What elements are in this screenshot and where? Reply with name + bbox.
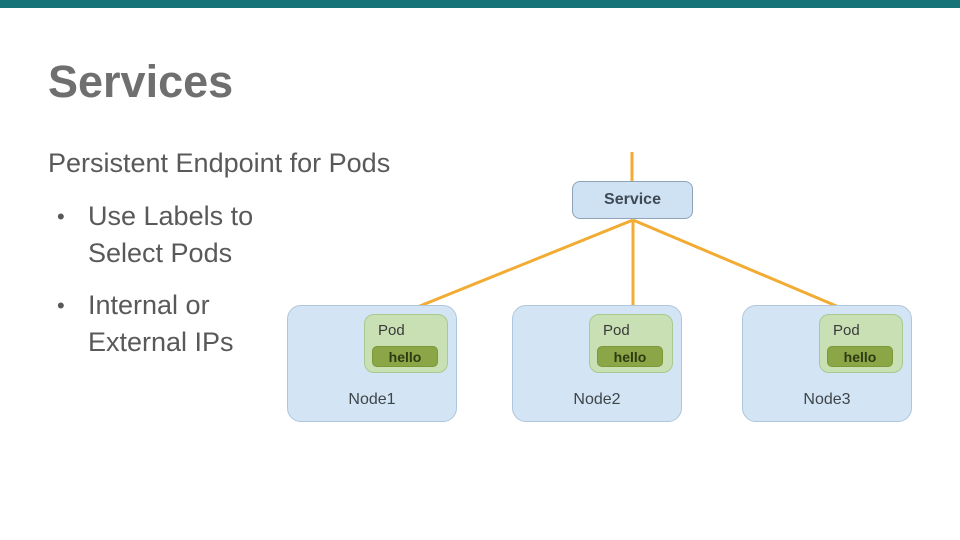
pod-box: Pod hello bbox=[364, 314, 448, 373]
node-box-3: Pod hello Node3 bbox=[742, 305, 912, 422]
service-box: Service bbox=[572, 181, 693, 219]
bullet-item: • Use Labels to Select Pods bbox=[57, 198, 253, 272]
bullet-line: Use Labels to bbox=[88, 201, 254, 231]
node-label: Node3 bbox=[803, 391, 851, 408]
slide-title: Services bbox=[48, 56, 234, 107]
container-badge: hello bbox=[372, 346, 438, 367]
connector-service-to-pod1 bbox=[404, 218, 634, 314]
bullet-line: Select Pods bbox=[88, 238, 233, 268]
node-box-2: Pod hello Node2 bbox=[512, 305, 682, 422]
bullet-dot: • bbox=[57, 204, 65, 229]
pod-box: Pod hello bbox=[819, 314, 903, 373]
node-label: Node1 bbox=[348, 391, 396, 408]
node-box-1: Pod hello Node1 bbox=[287, 305, 457, 422]
pod-label: Pod bbox=[833, 322, 860, 339]
slide-subtitle: Persistent Endpoint for Pods bbox=[48, 148, 391, 178]
pod-box: Pod hello bbox=[589, 314, 673, 373]
pod-label: Pod bbox=[603, 322, 630, 339]
container-badge: hello bbox=[597, 346, 663, 367]
pod-label: Pod bbox=[378, 322, 405, 339]
node-label: Node2 bbox=[573, 391, 621, 408]
service-label: Service bbox=[604, 191, 661, 208]
container-badge: hello bbox=[827, 346, 893, 367]
bullet-line: Internal or bbox=[88, 290, 210, 320]
bullet-text: Use Labels to Select Pods bbox=[88, 198, 253, 272]
bullet-dot: • bbox=[57, 293, 65, 318]
accent-bar bbox=[0, 0, 960, 8]
bullet-line: External IPs bbox=[88, 327, 234, 357]
bullet-item: • Internal or External IPs bbox=[57, 287, 253, 361]
bullet-list: • Use Labels to Select Pods • Internal o… bbox=[57, 198, 253, 376]
bullet-text: Internal or External IPs bbox=[88, 287, 234, 361]
connector-service-to-pod3 bbox=[632, 218, 854, 315]
